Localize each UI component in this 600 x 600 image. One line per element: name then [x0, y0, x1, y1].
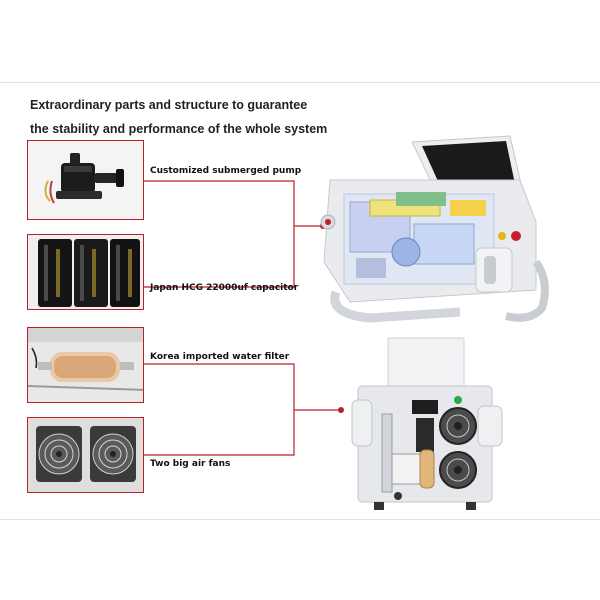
capacitor-thumbnail	[27, 234, 144, 310]
capacitor-label: Japan HCG 22000uf capacitor	[150, 283, 299, 293]
fan-label: Two big air fans	[150, 459, 231, 469]
water-filter-label: Korea imported water filter	[150, 352, 290, 362]
pump-label: Customized submerged pump	[150, 166, 302, 176]
pump-icon	[28, 141, 143, 219]
headline-line-2: the stability and performance of the who…	[30, 122, 328, 136]
water-filter-thumbnail	[27, 327, 144, 403]
machine-rear-image	[351, 337, 503, 510]
water-filter-icon	[28, 328, 143, 402]
fan-thumbnail	[27, 417, 144, 493]
machine-cutaway-image	[320, 135, 549, 323]
headline-line-1: Extraordinary parts and structure to gua…	[30, 98, 308, 112]
fan-icon	[28, 418, 143, 492]
capacitor-icon	[28, 235, 143, 309]
pump-thumbnail	[27, 140, 144, 220]
